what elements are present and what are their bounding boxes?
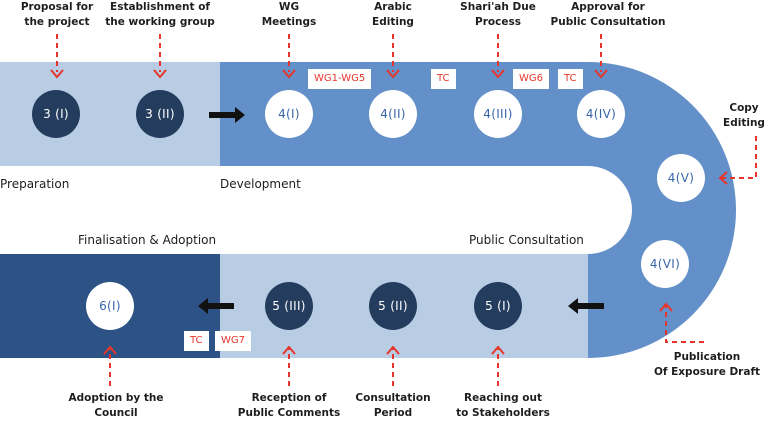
step-4i: 4(I) xyxy=(265,90,313,138)
tag-wg1-wg5: WG1-WG5 xyxy=(308,69,372,89)
tag-tc-b: TC xyxy=(558,69,583,89)
tag-tc-c: TC xyxy=(184,331,209,351)
arrowhead-4iii xyxy=(491,69,505,79)
arrowhead-5iii xyxy=(282,345,296,355)
flow-arrow-prep-to-dev xyxy=(209,107,245,123)
arrowhead-5ii xyxy=(386,345,400,355)
stage-public-consultation: Public Consultation xyxy=(469,233,584,247)
tag-tc-a: TC xyxy=(431,69,456,89)
step-3ii: 3 (II) xyxy=(136,90,184,138)
step-6i: 6(I) xyxy=(86,282,134,330)
tag-wg6: WG6 xyxy=(513,69,549,89)
tag-wg7: WG7 xyxy=(215,331,251,351)
stage-development: Development xyxy=(220,177,301,191)
arrowhead-4iv xyxy=(594,69,608,79)
dashed-arrow-4v xyxy=(720,136,757,179)
step-4vi: 4(VI) xyxy=(641,240,689,288)
step-4v: 4(V) xyxy=(657,154,705,202)
flow-arrow-into-consultation xyxy=(568,298,604,314)
arrowhead-4ii xyxy=(386,69,400,79)
stage-finalisation: Finalisation & Adoption xyxy=(78,233,217,247)
stage-preparation: Preparation xyxy=(0,177,70,191)
step-4iii: 4(III) xyxy=(474,90,522,138)
flow-arrow-into-final xyxy=(198,298,234,314)
arrowhead-4i xyxy=(282,69,296,79)
step-4ii: 4(II) xyxy=(369,90,417,138)
dashed-arrow-4vi xyxy=(665,304,704,343)
arrowhead-4vi xyxy=(659,302,673,312)
step-5ii: 5 (II) xyxy=(369,282,417,330)
step-5iii: 5 (III) xyxy=(265,282,313,330)
step-5i: 5 (I) xyxy=(474,282,522,330)
arrowhead-3i xyxy=(50,69,64,79)
arrowhead-4v xyxy=(718,171,728,185)
step-4iv: 4(IV) xyxy=(577,90,625,138)
arrowhead-3ii xyxy=(153,69,167,79)
arrowhead-5i xyxy=(491,345,505,355)
step-3i: 3 (I) xyxy=(32,90,80,138)
arrowhead-6i xyxy=(103,345,117,355)
